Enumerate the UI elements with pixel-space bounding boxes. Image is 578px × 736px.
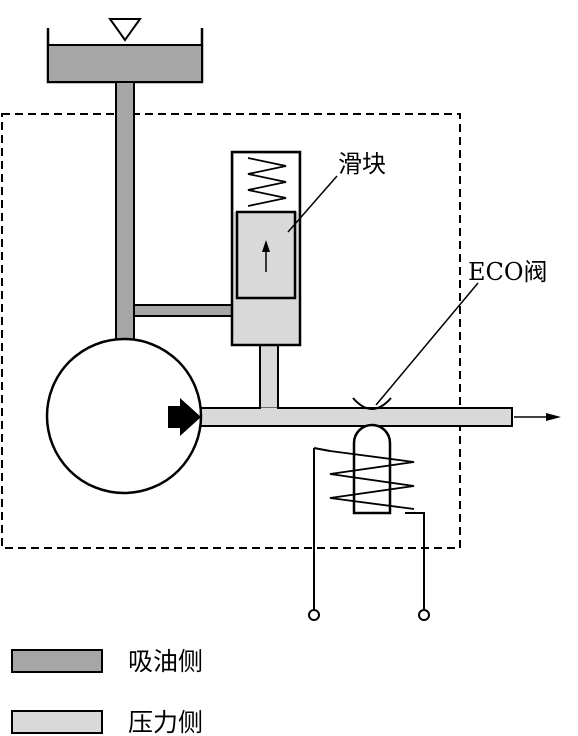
liquid-level-icon xyxy=(108,18,142,42)
eco-valve xyxy=(308,397,430,621)
eco-leader-line xyxy=(375,282,479,406)
legend-swatch-pressure xyxy=(11,710,103,734)
slider-valve xyxy=(230,150,302,347)
oil-tank xyxy=(46,18,204,84)
terminal-left-icon xyxy=(308,609,320,621)
pump-circle xyxy=(45,337,203,495)
eco-wire-top xyxy=(313,447,331,452)
legend-swatch-suction xyxy=(11,649,103,673)
slider-arrow-up-icon xyxy=(262,240,270,252)
suction-pipe-to-slider xyxy=(133,304,235,317)
suction-pipe-vertical xyxy=(115,81,135,345)
eco-valve-label: ECO阀 xyxy=(468,258,548,286)
legend-label-pressure: 压力侧 xyxy=(128,708,203,736)
eco-wire-right xyxy=(405,512,425,611)
legend: 吸油侧 压力侧 xyxy=(11,647,203,736)
eco-valve-spring-icon xyxy=(329,450,415,510)
slider-label: 滑块 xyxy=(338,150,386,178)
eco-valve-seat xyxy=(352,397,392,410)
legend-label-suction: 吸油侧 xyxy=(128,647,203,676)
outlet-arrow-icon xyxy=(546,413,561,421)
slider-leader-line xyxy=(287,175,338,233)
tank-oil-level xyxy=(47,44,203,83)
pump-direction-arrow-icon xyxy=(168,398,201,436)
pressure-pipe-horizontal xyxy=(197,407,513,427)
slider-spring-icon xyxy=(247,157,287,207)
pump-housing-boundary xyxy=(1,113,461,549)
pressure-pipe-vertical xyxy=(259,342,279,412)
terminal-right-icon xyxy=(418,609,430,621)
